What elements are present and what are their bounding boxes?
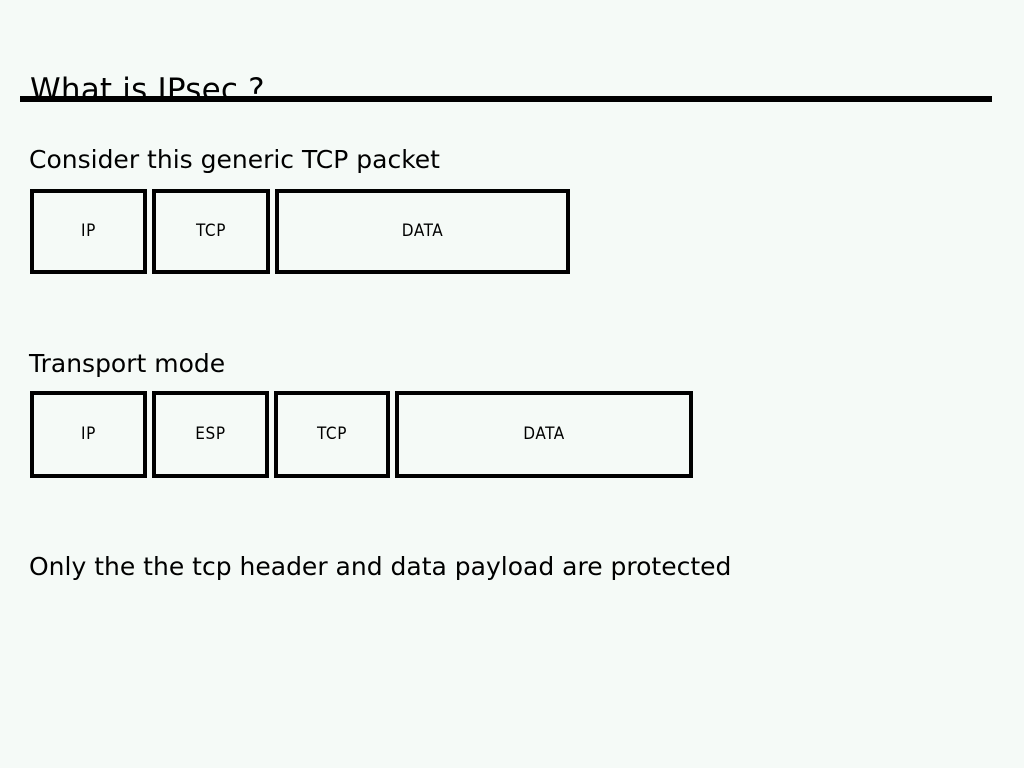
- packet-field-data: DATA: [275, 189, 570, 274]
- generic-packet-caption: Consider this generic TCP packet: [29, 145, 440, 174]
- packet-field-label: IP: [81, 424, 96, 444]
- transport-field-esp: ESP: [152, 391, 269, 478]
- transport-field-data: DATA: [395, 391, 693, 478]
- packet-field-label: ESP: [195, 424, 226, 444]
- packet-field-label: DATA: [401, 221, 444, 241]
- title-underline-rule: [20, 96, 992, 102]
- transport-mode-diagram: IP ESP TCP DATA: [30, 391, 693, 478]
- packet-field-label: TCP: [316, 424, 348, 444]
- packet-field-label: DATA: [523, 424, 565, 444]
- packet-field-label: TCP: [195, 221, 227, 241]
- transport-field-ip: IP: [30, 391, 147, 478]
- protection-note: Only the the tcp header and data payload…: [29, 552, 732, 581]
- packet-field-label: IP: [81, 221, 96, 241]
- transport-field-tcp: TCP: [274, 391, 390, 478]
- transport-mode-caption: Transport mode: [29, 349, 226, 378]
- generic-packet-diagram: IP TCP DATA: [30, 189, 570, 274]
- packet-field-ip: IP: [30, 189, 147, 274]
- packet-field-tcp: TCP: [152, 189, 270, 274]
